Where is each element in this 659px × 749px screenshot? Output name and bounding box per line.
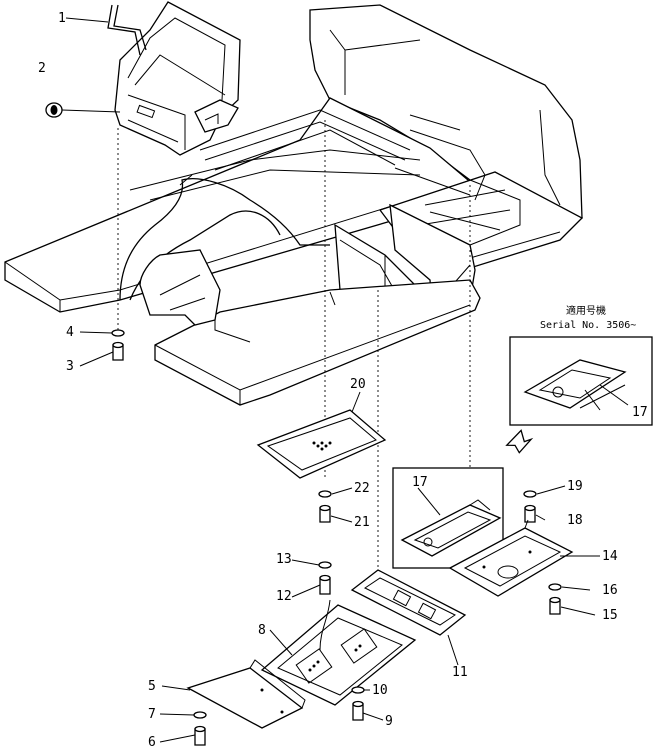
callout-10: 10 bbox=[372, 683, 388, 698]
callout-17-inset: 17 bbox=[632, 405, 648, 420]
callout-12: 12 bbox=[276, 589, 292, 604]
callout-7: 7 bbox=[148, 707, 156, 722]
callout-16: 16 bbox=[602, 583, 618, 598]
callout-21: 21 bbox=[354, 515, 370, 530]
part-9-10-bolt-washer bbox=[351, 686, 365, 721]
callout-3: 3 bbox=[66, 359, 74, 374]
part-14-cover bbox=[448, 519, 574, 597]
callout-1: 1 bbox=[58, 11, 66, 26]
applicable-serial-jp: 適用号機 bbox=[566, 304, 606, 317]
leader-lines bbox=[65, 17, 601, 743]
callout-8: 8 bbox=[258, 623, 266, 638]
part-15-16-bolt-washer bbox=[548, 583, 562, 615]
callout-19: 19 bbox=[567, 479, 583, 494]
callout-6: 6 bbox=[148, 735, 156, 749]
callout-15: 15 bbox=[602, 608, 618, 623]
callout-2: 2 bbox=[38, 61, 46, 76]
callout-14: 14 bbox=[602, 549, 618, 564]
callout-13: 13 bbox=[276, 552, 292, 567]
operator-cab bbox=[107, 1, 241, 156]
callout-17-box: 17 bbox=[412, 475, 428, 490]
part-6-7-bolt-washer bbox=[193, 711, 207, 746]
callout-11: 11 bbox=[452, 665, 468, 680]
part-21-22-bolt-washer bbox=[318, 490, 332, 523]
part-18-19-bolt-washer bbox=[523, 490, 537, 523]
part-5-cover bbox=[186, 659, 306, 729]
part-17-box bbox=[392, 467, 504, 569]
callout-18: 18 bbox=[567, 513, 583, 528]
revolving-frame bbox=[4, 4, 584, 406]
callout-4: 4 bbox=[66, 325, 74, 340]
serial-number-label: Serial No. 3506~ bbox=[540, 320, 636, 331]
part-2-fitting bbox=[45, 102, 121, 118]
inset-caption: 適用号機 Serial No. 3506~ bbox=[540, 304, 636, 331]
callout-20: 20 bbox=[350, 377, 366, 392]
serial-inset-box bbox=[505, 336, 653, 454]
callout-22: 22 bbox=[354, 481, 370, 496]
part-20-cover-plate bbox=[256, 409, 387, 479]
callout-labels: 1 2 4 3 20 22 21 17 17 19 18 14 16 15 13… bbox=[38, 11, 648, 749]
part-3-4-bolt-washer bbox=[111, 329, 125, 361]
part-8-floor-plate bbox=[260, 599, 417, 706]
part-11-cover bbox=[350, 569, 467, 636]
callout-5: 5 bbox=[148, 679, 156, 694]
callout-9: 9 bbox=[385, 714, 393, 729]
part-12-13-bolt-washer bbox=[318, 561, 332, 595]
